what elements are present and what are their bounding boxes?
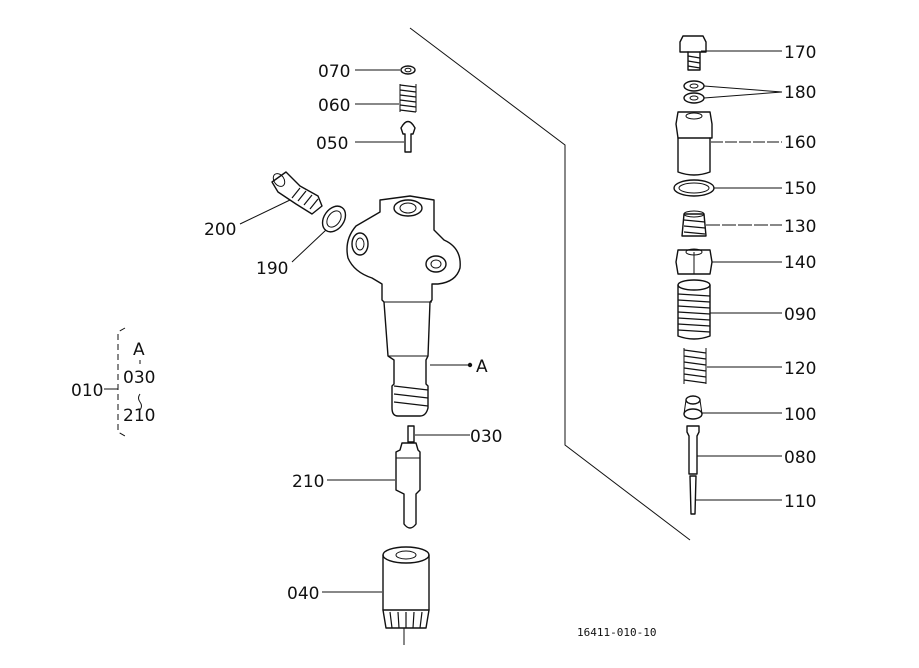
callout-070: 070 bbox=[318, 62, 350, 82]
part-030-pin: 030 bbox=[407, 425, 502, 447]
part-040-nut: 040 bbox=[287, 546, 430, 645]
callout-190: 190 bbox=[256, 259, 288, 279]
part-090-sleeve: 090 bbox=[677, 279, 816, 340]
legend-line-3: 210 bbox=[123, 406, 155, 426]
part-110-needle: 110 bbox=[689, 475, 816, 515]
callout-100: 100 bbox=[784, 405, 816, 425]
part-050-pin: 050 bbox=[316, 120, 416, 154]
legend-line-1: A bbox=[133, 340, 145, 360]
assembly-legend-010: 010 A 030 210 bbox=[71, 327, 155, 437]
part-070-washer: 070 bbox=[318, 62, 416, 82]
callout-170: 170 bbox=[784, 43, 816, 63]
callout-210: 210 bbox=[292, 472, 324, 492]
callout-180: 180 bbox=[784, 83, 816, 103]
drawing-code: 16411-010-10 bbox=[577, 626, 656, 639]
callout-140: 140 bbox=[784, 253, 816, 273]
callout-010: 010 bbox=[71, 381, 103, 401]
part-200-fitting: 200 bbox=[204, 171, 323, 240]
part-160-holder: 160 bbox=[675, 111, 816, 176]
part-150-gasket: 150 bbox=[673, 179, 816, 199]
part-140-nut: 140 bbox=[675, 248, 816, 275]
callout-120: 120 bbox=[784, 359, 816, 379]
part-170-bolt: 170 bbox=[679, 35, 816, 71]
part-190-gasket: 190 bbox=[256, 205, 347, 279]
injector-body: A bbox=[346, 195, 488, 417]
callout-030: 030 bbox=[470, 427, 502, 447]
part-180-washers: 180 bbox=[683, 80, 816, 104]
part-130-adjuster: 130 bbox=[681, 210, 816, 237]
explosion-guide-lines bbox=[409, 27, 691, 541]
callout-150: 150 bbox=[784, 179, 816, 199]
part-060-spring: 060 bbox=[318, 84, 417, 116]
callout-040: 040 bbox=[287, 584, 319, 604]
legend-line-2: 030 bbox=[123, 368, 155, 388]
callout-130: 130 bbox=[784, 217, 816, 237]
part-080-push-rod: 080 bbox=[686, 425, 816, 475]
callout-050: 050 bbox=[316, 134, 348, 154]
part-210-nozzle: 210 bbox=[292, 442, 421, 529]
callout-110: 110 bbox=[784, 492, 816, 512]
callout-060: 060 bbox=[318, 96, 350, 116]
callout-200: 200 bbox=[204, 220, 236, 240]
callout-090: 090 bbox=[784, 305, 816, 325]
callout-A: A bbox=[476, 357, 488, 377]
callout-080: 080 bbox=[784, 448, 816, 468]
part-100-seat: 100 bbox=[683, 395, 816, 425]
callout-160: 160 bbox=[784, 133, 816, 153]
part-120-spring: 120 bbox=[683, 348, 816, 384]
